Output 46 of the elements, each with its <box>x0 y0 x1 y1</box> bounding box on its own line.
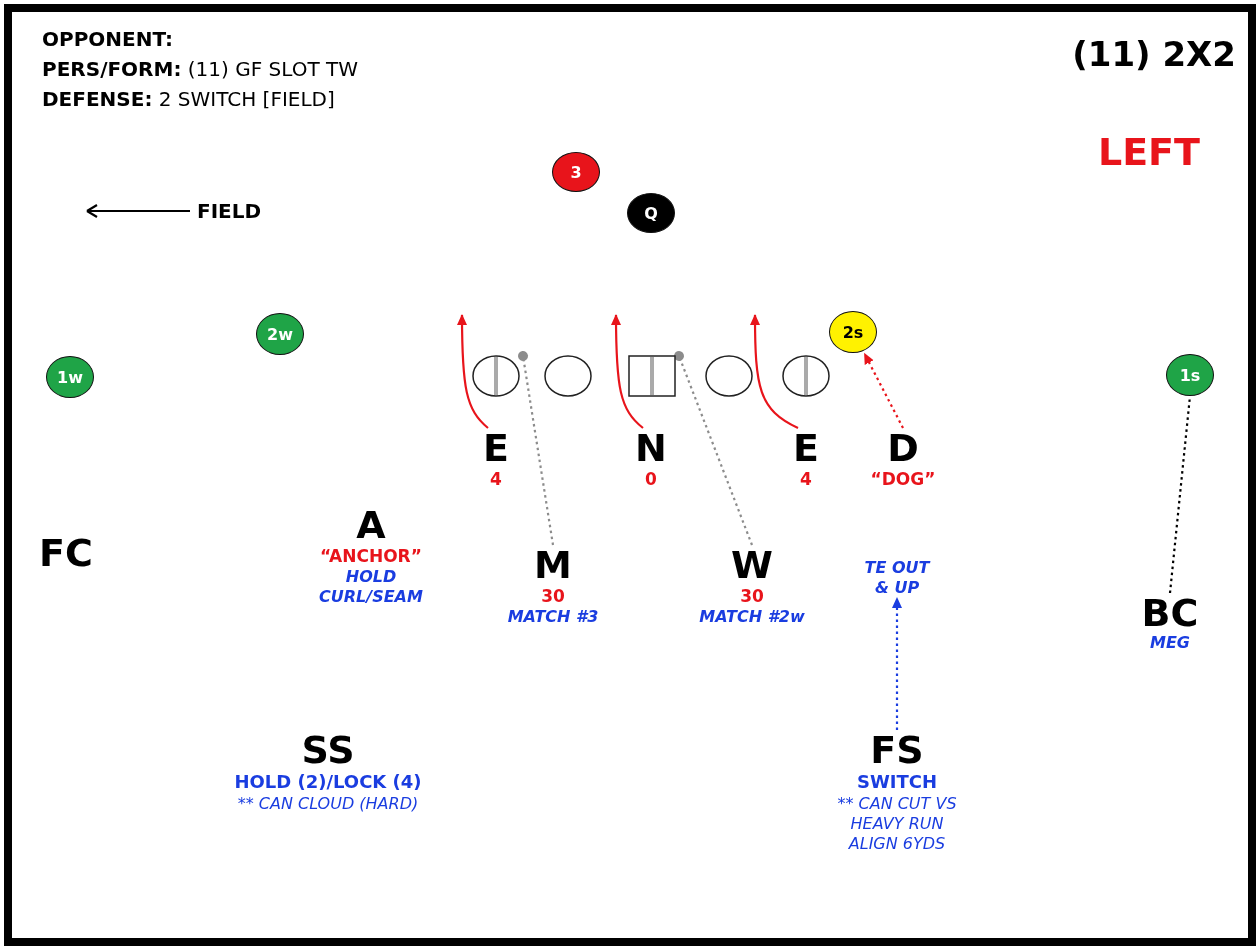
technique-label: 4 <box>800 468 812 490</box>
arrow <box>863 352 904 429</box>
technique-label: “DOG” <box>870 468 936 490</box>
assignment-label: HOLD (2)/LOCK (4) <box>234 770 422 794</box>
player-letter: W <box>731 545 773 585</box>
player-letter: FS <box>870 730 924 770</box>
technique-label: “ANCHOR” <box>320 545 422 567</box>
technique-label: 30 <box>541 585 565 607</box>
assignment-note: MEG <box>1150 633 1190 653</box>
player-circle: 2w <box>256 313 304 355</box>
assignment-note: ** CAN CLOUD (HARD) <box>237 794 419 814</box>
assignment-note: MATCH #3 <box>507 607 599 627</box>
field-label: FIELD <box>197 199 262 223</box>
side-label: LEFT <box>1097 130 1200 174</box>
player-circle: 2s <box>829 311 877 353</box>
arrow <box>611 314 644 429</box>
assignment-note: ** CAN CUT VS HEAVY RUN ALIGN 6YDS <box>836 794 958 854</box>
player-circle: 1w <box>46 356 94 398</box>
assignment-note: HOLD CURL/SEAM <box>318 567 424 607</box>
arrow <box>750 314 799 429</box>
technique-label: 4 <box>490 468 502 490</box>
technique-label: 30 <box>740 585 764 607</box>
formation-title: (11) 2X2 <box>1072 34 1236 74</box>
header-line: OPPONENT: <box>42 26 173 53</box>
assignment-note: MATCH #2w <box>699 607 805 627</box>
arrow <box>892 597 902 730</box>
assignment-label: SWITCH <box>856 770 938 794</box>
player-letter: E <box>483 428 509 468</box>
assignment-note: TE OUT & UP <box>863 558 932 598</box>
player-letter: D <box>887 428 919 468</box>
player-letter: M <box>534 545 572 585</box>
player-letter: SS <box>301 730 355 770</box>
arrow <box>457 314 489 429</box>
player-circle: 3 <box>552 152 600 192</box>
technique-label: 0 <box>645 468 657 490</box>
player-letter: A <box>356 505 386 545</box>
player-circle: Q <box>627 193 675 233</box>
player-circle: 1s <box>1166 354 1214 396</box>
player-letter: FC <box>39 533 93 573</box>
player-letter: BC <box>1141 593 1199 633</box>
player-letter: N <box>635 428 667 468</box>
dotted-line <box>518 351 555 546</box>
dotted-line <box>674 351 754 546</box>
header-line: DEFENSE: 2 SWITCH [FIELD] <box>42 86 335 113</box>
player-letter: E <box>793 428 819 468</box>
header-line: PERS/FORM: (11) GF SLOT TW <box>42 56 358 83</box>
